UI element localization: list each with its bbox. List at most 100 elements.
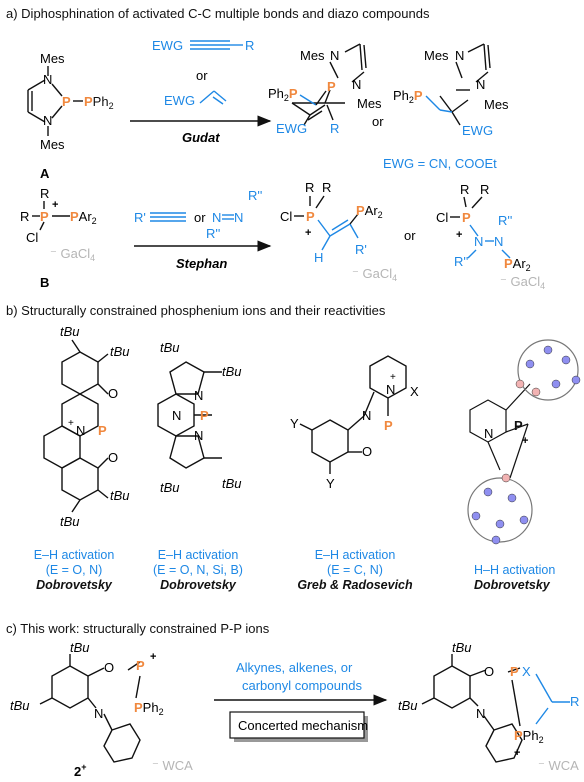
y-b3-left: Y xyxy=(290,416,299,431)
reagent-alkyne-r: R xyxy=(245,38,254,53)
ewg-definition: EWG = CN, COOEt xyxy=(383,156,497,171)
b2-p: P xyxy=(462,210,471,225)
mes-top-p2: Mes xyxy=(424,48,449,63)
pph2-prod: PPh2 xyxy=(514,728,544,745)
b2-n1: N xyxy=(474,234,483,249)
reagent-alkene-ewg: EWG xyxy=(164,93,195,108)
structure-b2 xyxy=(157,361,222,469)
pph2-c: PPh2 xyxy=(134,700,164,717)
o-b1-bottom: O xyxy=(108,450,118,465)
b2-cl: Cl xyxy=(436,210,448,225)
pph2-a: PPh2 xyxy=(84,94,114,111)
tbu-b1-right-bottom: tBu xyxy=(110,488,130,503)
b1-plus: + xyxy=(305,227,311,239)
ph2p-p1: Ph2P xyxy=(268,86,298,103)
wca-prod: ⁻ WCA xyxy=(538,758,579,773)
mechanism-text: Concerted mechanism xyxy=(238,718,368,733)
arrow-text-2: carbonyl compounds xyxy=(242,678,362,693)
plus-prod: + xyxy=(514,747,520,759)
n-right-p1: N xyxy=(352,77,361,92)
arrow-text-1: Alkynes, alkenes, or xyxy=(236,660,353,675)
n-b2-top: N xyxy=(194,388,203,403)
b1-r2: R xyxy=(322,180,331,195)
tbu-b2-top: tBu xyxy=(160,340,180,355)
product-c xyxy=(421,654,523,763)
b2-plus: + xyxy=(456,229,462,241)
compound-b xyxy=(32,201,70,231)
o-b1-top: O xyxy=(108,386,118,401)
r-p1: R xyxy=(330,121,339,136)
structure-b3 xyxy=(299,355,407,474)
b2-par2: PAr2 xyxy=(504,256,531,273)
reagent-alkyne-ewg: EWG xyxy=(152,38,183,53)
diazo-r-bottom: R'' xyxy=(206,226,220,241)
caption-b2: E–H activation (E = O, N, Si, B) Dobrove… xyxy=(153,548,243,592)
p-plus-b: P xyxy=(40,209,49,224)
tbu-b1-right-top: tBu xyxy=(110,344,130,359)
n-b2-bottom: N xyxy=(194,428,203,443)
b1-rprime: R' xyxy=(355,242,367,257)
p-b1: P xyxy=(98,423,107,438)
n-b1: N xyxy=(76,423,85,438)
compound-2 xyxy=(39,654,141,763)
author-gudat: Gudat xyxy=(182,130,220,145)
mes-bottom-a: Mes xyxy=(40,137,65,152)
alkene-bond xyxy=(199,90,227,105)
mes-top-p1: Mes xyxy=(300,48,325,63)
diazo-n2: N xyxy=(234,210,243,225)
plus-b3: + xyxy=(390,372,396,383)
mes-top-a: Mes xyxy=(40,51,65,66)
section-c-title: c) This work: structurally constrained P… xyxy=(6,621,270,636)
r-top-b: R xyxy=(40,186,49,201)
reagent-rprime: R' xyxy=(134,210,146,225)
b1-r1: R xyxy=(305,180,314,195)
p-prod: P xyxy=(510,664,519,679)
p-b4: P xyxy=(514,418,523,433)
y-b3-bottom: Y xyxy=(326,476,335,491)
n-top-a: N xyxy=(43,72,52,87)
plus-c: + xyxy=(150,651,156,663)
p-b2: P xyxy=(200,408,209,423)
ph2p-p2: Ph2P xyxy=(393,88,423,105)
or-products: or xyxy=(372,114,384,129)
mechanism-box xyxy=(229,711,365,739)
b2-r1: R xyxy=(460,182,469,197)
b2-r-dbl-top: R'' xyxy=(498,213,512,228)
rprime-alkyne xyxy=(150,212,186,222)
b1-par2: PAr2 xyxy=(356,203,383,220)
r-left-b: R xyxy=(20,209,29,224)
n-b2-mid: N xyxy=(172,408,181,423)
gacl4-b: ⁻ GaCl4 xyxy=(50,246,95,263)
caption-b1: E–H activation (E = O, N) Dobrovetsky xyxy=(33,548,115,592)
n-b3-top: N xyxy=(386,382,395,397)
ewg-p1: EWG xyxy=(276,121,307,136)
o-c: O xyxy=(104,660,114,675)
tbu-b2-bottom: tBu xyxy=(160,480,180,495)
r-prod: R xyxy=(570,694,579,709)
cl-b: Cl xyxy=(26,230,38,245)
tbu-b1-top: tBu xyxy=(60,324,80,339)
caption-b4: H–H activation Dobrovetsky xyxy=(474,563,556,592)
mes-right-p1: Mes xyxy=(357,96,382,111)
mes-right-p2: Mes xyxy=(484,97,509,112)
section-a-title: a) Diphosphination of activated C-C mult… xyxy=(6,6,430,21)
product-a2 xyxy=(439,43,491,126)
x-prod: X xyxy=(522,664,531,679)
p1-a: P xyxy=(62,94,71,109)
b2-r2: R xyxy=(480,182,489,197)
ewg-p2: EWG xyxy=(462,123,493,138)
tbu-b2-right-top: tBu xyxy=(222,364,242,379)
n-b4: N xyxy=(484,426,493,441)
p-c: P xyxy=(136,658,145,673)
tbu-b2-right-bottom: tBu xyxy=(222,476,242,491)
n-top-p2: N xyxy=(455,48,464,63)
product-a1 xyxy=(291,43,367,126)
n-b3-left: N xyxy=(362,408,371,423)
tbu-prod-top: tBu xyxy=(452,640,472,655)
n-top-p1: N xyxy=(330,48,339,63)
p-ring-p1: P xyxy=(327,79,336,94)
caption-b3: E–H activation (E = C, N) Greb & Radosev… xyxy=(297,548,413,592)
plus-b4: + xyxy=(522,435,528,447)
x-b3: X xyxy=(410,384,419,399)
